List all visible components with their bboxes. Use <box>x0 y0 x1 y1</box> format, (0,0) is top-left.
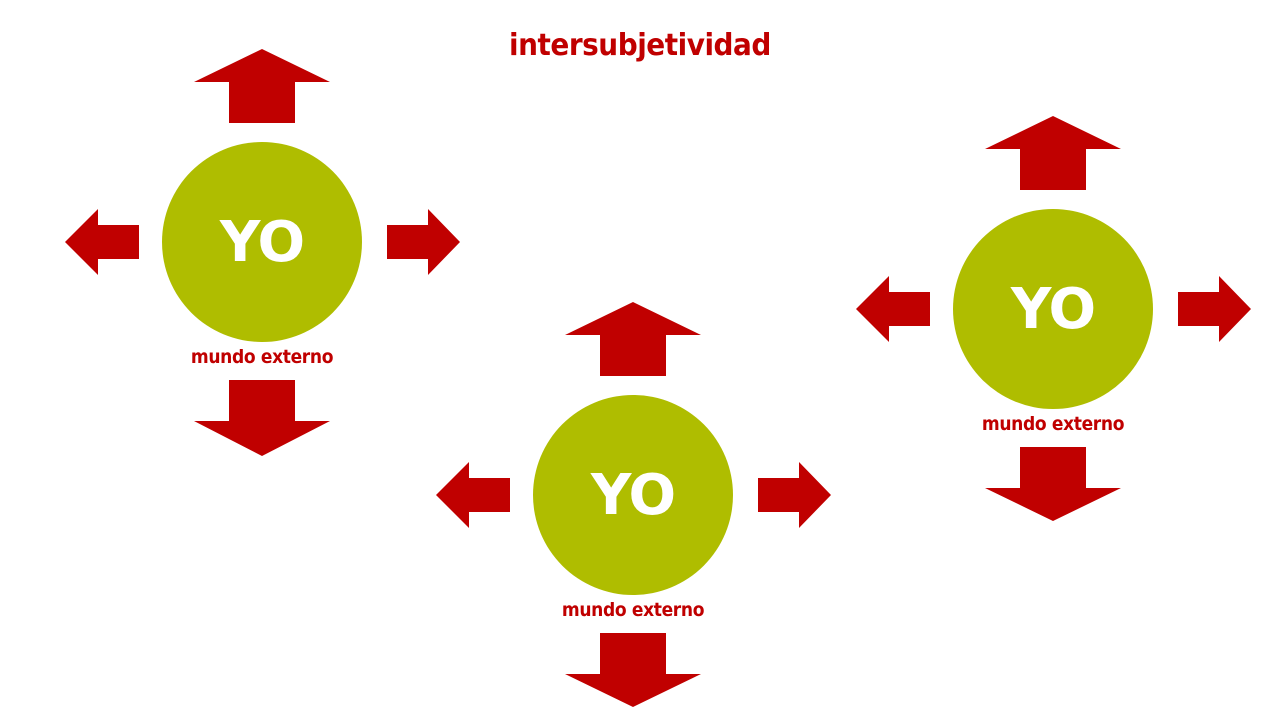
yo-node-right: YO mundo externo <box>853 109 1253 529</box>
arrow-left-icon <box>856 276 930 342</box>
mundo-externo-caption: mundo externo <box>981 413 1125 435</box>
arrow-down-icon <box>565 633 701 707</box>
arrow-left-icon <box>65 209 139 275</box>
yo-circle: YO <box>533 395 733 595</box>
arrow-up-icon <box>194 49 330 123</box>
arrow-group <box>856 116 1251 521</box>
yo-circle: YO <box>162 142 362 342</box>
yo-node-center: YO mundo externo <box>433 295 833 715</box>
yo-label: YO <box>219 209 305 275</box>
yo-label: YO <box>590 462 676 528</box>
arrow-group <box>65 49 460 456</box>
arrow-up-icon <box>985 116 1121 190</box>
yo-node-left: YO mundo externo <box>62 42 462 462</box>
arrow-group <box>436 302 831 707</box>
arrow-up-icon <box>565 302 701 376</box>
arrow-right-icon <box>1178 276 1251 342</box>
arrow-right-icon <box>758 462 831 528</box>
arrow-left-icon <box>436 462 510 528</box>
mundo-externo-caption: mundo externo <box>561 599 705 621</box>
arrow-right-icon <box>387 209 460 275</box>
yo-circle: YO <box>953 209 1153 409</box>
arrow-down-icon <box>194 380 330 456</box>
yo-label: YO <box>1010 276 1096 342</box>
mundo-externo-caption: mundo externo <box>190 346 334 368</box>
diagram-title: intersubjetividad <box>509 28 771 63</box>
arrow-down-icon <box>985 447 1121 521</box>
